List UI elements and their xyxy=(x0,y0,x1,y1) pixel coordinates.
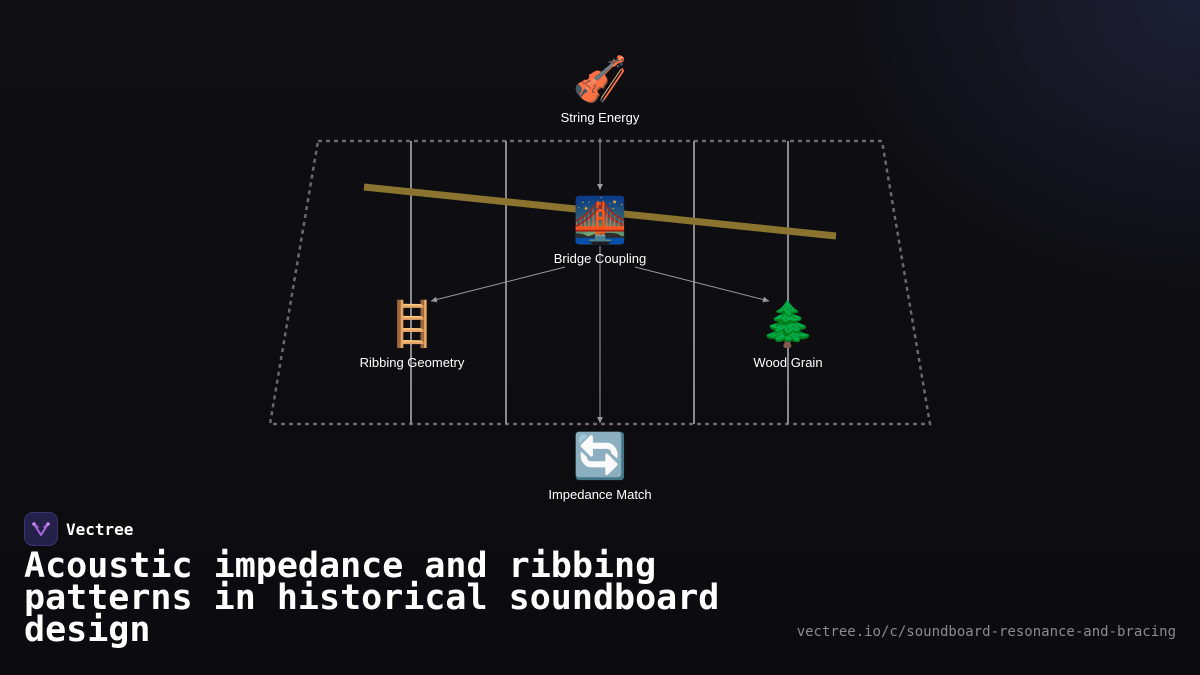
vectree-logo-icon xyxy=(24,512,58,546)
cycle-arrows-icon: 🔄 xyxy=(572,431,628,482)
bridge-bar xyxy=(363,183,837,240)
edge-bridge-to-wood xyxy=(634,266,770,303)
brand-name: Vectree xyxy=(66,519,134,539)
page-url[interactable]: vectree.io/c/soundboard-resonance-and-br… xyxy=(796,624,1176,640)
node-impedance-match: 🔄 Impedance Match xyxy=(500,431,700,502)
ladder-icon: 🪜 xyxy=(384,299,440,350)
violin-icon: 🎻 xyxy=(572,54,628,105)
node-label: Ribbing Geometry xyxy=(359,355,465,370)
brand: Vectree xyxy=(24,512,133,546)
node-ribbing-geometry: 🪜 Ribbing Geometry xyxy=(312,299,512,370)
node-label: String Energy xyxy=(560,110,640,125)
tree-icon: 🌲 xyxy=(760,299,816,350)
node-bridge-coupling: 🌉 Bridge Coupling xyxy=(500,195,700,266)
node-label: Wood Grain xyxy=(753,355,823,370)
node-string-energy: 🎻 String Energy xyxy=(500,54,700,125)
node-label: Impedance Match xyxy=(548,487,652,502)
edge-bridge-to-ribbing xyxy=(430,266,566,303)
node-wood-grain: 🌲 Wood Grain xyxy=(688,299,888,370)
page-title: Acoustic impedance and ribbing patterns … xyxy=(24,546,720,650)
bridge-icon: 🌉 xyxy=(572,195,628,246)
node-label: Bridge Coupling xyxy=(553,251,647,266)
